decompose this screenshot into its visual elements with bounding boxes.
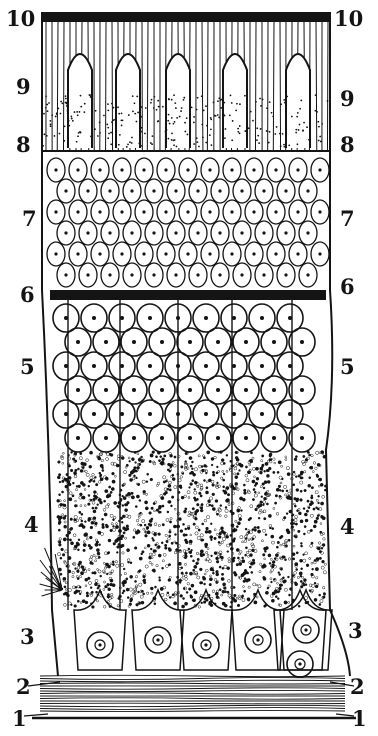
layer-label-left-10: 10 [6, 8, 35, 29]
cone-shape [286, 54, 310, 148]
cone-shape [116, 54, 140, 148]
layer-label-right-1: 1 [352, 708, 367, 729]
layer-label-right-10: 10 [334, 8, 363, 29]
layer-label-left-4: 4 [24, 514, 39, 535]
layer-label-right-2: 2 [350, 676, 365, 697]
layer-label-right-8: 8 [340, 134, 355, 155]
layer-label-left-5: 5 [20, 356, 35, 377]
layer-label-right-3: 3 [348, 620, 363, 641]
leader-line-left-2 [28, 682, 60, 686]
layer-5-inner-nuclear-layer [53, 304, 315, 452]
cone-shape [223, 54, 247, 148]
layer-10-pigment-band [42, 12, 330, 22]
leader-line-left-1 [24, 714, 48, 716]
layer-6-outer-plexiform-band [50, 290, 326, 300]
right-outline [326, 12, 350, 676]
layer-label-right-5: 5 [340, 356, 355, 377]
layer-label-right-6: 6 [340, 276, 355, 297]
layer-label-left-8: 8 [16, 134, 31, 155]
layer-label-left-2: 2 [16, 676, 31, 697]
layer-label-left-1: 1 [12, 708, 27, 729]
layer-label-right-9: 9 [340, 88, 355, 109]
layer-label-left-7: 7 [22, 208, 37, 229]
cone-shape [68, 54, 92, 148]
left-outline [42, 12, 58, 676]
layer-label-right-7: 7 [340, 208, 355, 229]
layer-2-nerve-fibers [40, 675, 345, 711]
layer-label-right-4: 4 [340, 516, 355, 537]
cone-shape [166, 54, 190, 148]
layer-9-rods-cones [41, 22, 328, 150]
layer-label-left-3: 3 [20, 626, 35, 647]
layer-label-left-9: 9 [16, 76, 31, 97]
layer-7-outer-nuclear-layer [47, 158, 329, 287]
layer-label-left-6: 6 [20, 284, 35, 305]
